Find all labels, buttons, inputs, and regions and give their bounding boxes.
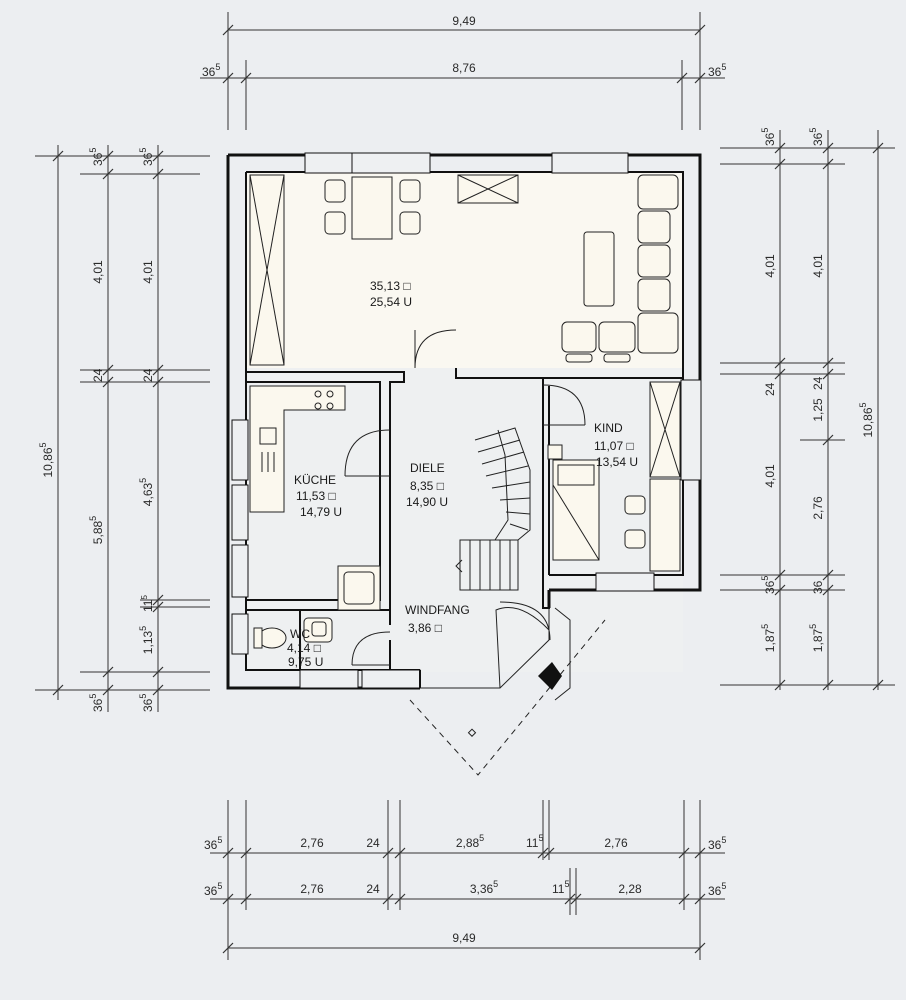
kind-area: 11,07 □ [594, 439, 634, 453]
left-c1-upper: 4,01 [91, 260, 105, 284]
right-c2-mid-wall: 24 [811, 376, 825, 390]
room-label-kueche: KÜCHE 11,53 □ 14,79 U [294, 473, 342, 519]
top-dimension-lines [200, 12, 725, 130]
diele-area: 8,35 □ [410, 479, 444, 493]
bottom-r1-c: 2,885 [456, 833, 484, 850]
right-c1-wall2: 365 [760, 576, 777, 594]
right-c2-small: 1,25 [811, 398, 825, 422]
living-area: 35,13 □ [370, 279, 411, 293]
wc-area: 4,14 □ [287, 641, 321, 655]
dining-table [351, 176, 393, 240]
kueche-volume: 14,79 U [300, 505, 342, 519]
door-swings [344, 329, 586, 666]
kind-furniture [547, 381, 681, 572]
left-c2-lower: 4,635 [138, 478, 155, 506]
right-c1-top-wall: 365 [760, 128, 777, 146]
bottom-r1-b: 24 [366, 836, 380, 850]
right-c2-upper: 4,01 [811, 254, 825, 278]
windfang-area: 3,86 □ [408, 621, 442, 635]
right-c1-bottom: 1,875 [760, 624, 777, 652]
entrance-arrow-icon [538, 662, 562, 690]
bottom-r2-c: 3,365 [470, 879, 498, 896]
top-overall-dimension: 9,49 [452, 14, 476, 28]
window-openings [231, 152, 702, 689]
room-label-wc: WC 4,14 □ 9,75 U [287, 627, 323, 669]
left-c2-wc: 1,135 [138, 626, 155, 654]
right-c1-mid-wall: 24 [763, 382, 777, 396]
bottom-r1-wall-left: 365 [204, 835, 222, 852]
bottom-r2-wall-right: 365 [708, 881, 726, 898]
bottom-r2-a: 2,76 [300, 882, 324, 896]
bottom-r1-d: 115 [526, 833, 543, 850]
entrance-canopy [409, 607, 606, 776]
left-c1-top-wall: 365 [88, 148, 105, 166]
bottom-r1-a: 2,76 [300, 836, 324, 850]
bottom-dimension-lines [210, 800, 725, 960]
left-c1-lower: 5,885 [88, 516, 105, 544]
wc-name: WC [290, 627, 310, 641]
bottom-r1-wall-right: 365 [708, 835, 726, 852]
left-c2-bottom-wall: 365 [138, 694, 155, 712]
kueche-area: 11,53 □ [296, 489, 336, 503]
kind-volume: 13,54 U [596, 455, 638, 469]
room-label-diele: DIELE 8,35 □ 14,90 U [406, 461, 448, 509]
right-c2-bottom: 1,875 [808, 624, 825, 652]
kitchen-furniture [249, 385, 381, 611]
living-room-furniture [249, 174, 679, 366]
top-left-wall-dimension: 365 [202, 62, 220, 79]
right-c2-lower: 2,76 [811, 496, 825, 520]
right-c2-top-wall: 365 [808, 128, 825, 146]
top-right-wall-dimension: 365 [708, 62, 726, 79]
kind-name: KIND [594, 421, 623, 435]
diele-volume: 14,90 U [406, 495, 448, 509]
bed [552, 459, 600, 561]
coffee-table [583, 231, 615, 307]
left-c2-small: 115 [140, 595, 155, 612]
room-label-living: 35,13 □ 25,54 U [370, 279, 412, 309]
living-volume: 25,54 U [370, 295, 412, 309]
left-c1-mid-wall: 24 [91, 368, 105, 382]
left-dimension-lines [35, 145, 210, 712]
bottom-r1-e: 2,76 [604, 836, 628, 850]
right-c2-wall2: 36 [811, 580, 825, 594]
bottom-r2-b: 24 [366, 882, 380, 896]
left-c2-upper: 4,01 [141, 260, 155, 284]
wc-fixtures [253, 617, 333, 649]
wc-volume: 9,75 U [288, 655, 323, 669]
sofa [561, 174, 679, 363]
room-label-windfang: WINDFANG 3,86 □ [405, 603, 470, 635]
diele-name: DIELE [410, 461, 445, 475]
bottom-overall-dimension: 9,49 [452, 931, 476, 945]
windfang-name: WINDFANG [405, 603, 470, 617]
staircase [455, 427, 531, 591]
left-c2-mid-wall: 24 [141, 368, 155, 382]
right-total-dimension: 10,865 [858, 402, 875, 437]
left-total-dimension: 10,865 [38, 442, 55, 477]
top-inner-dimension: 8,76 [452, 61, 476, 75]
bottom-r2-e: 2,28 [618, 882, 642, 896]
bottom-r2-wall-left: 365 [204, 881, 222, 898]
bottom-r2-d: 115 [552, 879, 569, 896]
left-c2-top-wall: 365 [138, 148, 155, 166]
room-label-kind: KIND 11,07 □ 13,54 U [594, 421, 638, 469]
left-c1-bottom-wall: 365 [88, 694, 105, 712]
right-dimension-lines [720, 130, 895, 691]
kueche-name: KÜCHE [294, 473, 336, 487]
right-c1-lower: 4,01 [763, 464, 777, 488]
right-c1-upper: 4,01 [763, 254, 777, 278]
